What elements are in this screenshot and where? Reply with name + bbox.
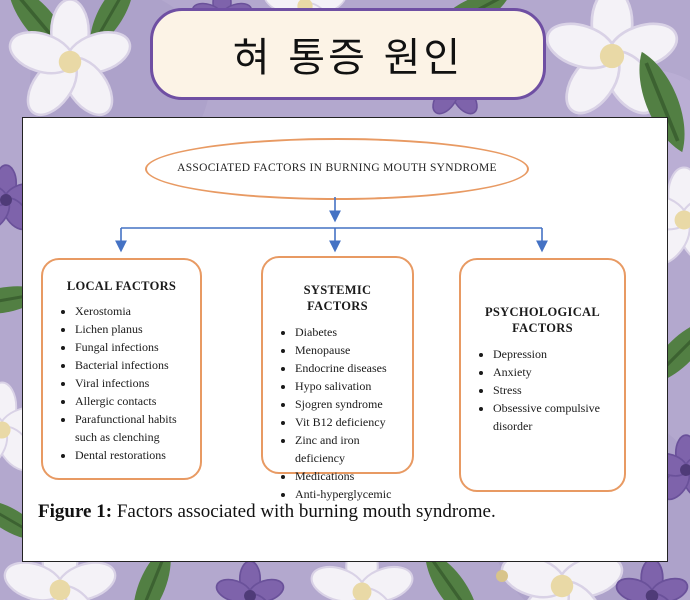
psychological-factors-heading: PSYCHOLOGICAL FACTORS bbox=[484, 305, 601, 336]
local-factors-list: Xerostomia Lichen planus Fungal infectio… bbox=[53, 302, 196, 464]
psychological-factors-box: PSYCHOLOGICAL FACTORS Depression Anxiety… bbox=[459, 258, 626, 492]
systemic-factors-heading: SYSTEMIC FACTORS bbox=[303, 283, 372, 314]
figure-panel: ASSOCIATED FACTORS IN BURNING MOUTH SYND… bbox=[22, 117, 668, 562]
diagram-root-node: ASSOCIATED FACTORS IN BURNING MOUTH SYND… bbox=[145, 138, 529, 200]
list-item: Parafunctional habits such as clenching bbox=[75, 410, 196, 446]
list-item: Sjogren syndrome bbox=[295, 395, 408, 413]
title-bubble: 혀 통증 원인 bbox=[150, 8, 546, 100]
systemic-factors-list: Diabetes Menopause Endocrine diseases Hy… bbox=[273, 323, 408, 503]
list-item: Allergic contacts bbox=[75, 392, 196, 410]
list-item: Lichen planus bbox=[75, 320, 196, 338]
local-factors-heading: LOCAL FACTORS bbox=[66, 279, 177, 293]
list-item: Endocrine diseases bbox=[295, 359, 408, 377]
list-item: Medications bbox=[295, 467, 408, 485]
list-item: Depression bbox=[493, 345, 620, 363]
figure-caption-label: Figure 1: bbox=[38, 501, 113, 522]
page-title: 혀 통증 원인 bbox=[232, 35, 464, 81]
list-item: Diabetes bbox=[295, 323, 408, 341]
list-item: Hypo salivation bbox=[295, 377, 408, 395]
list-item: Anti-hyperglycemic bbox=[295, 485, 408, 503]
list-item: Zinc and iron deficiency bbox=[295, 431, 408, 467]
list-item: Vit B12 deficiency bbox=[295, 413, 408, 431]
list-item: Fungal infections bbox=[75, 338, 196, 356]
list-item: Xerostomia bbox=[75, 302, 196, 320]
psychological-factors-list: Depression Anxiety Stress Obsessive comp… bbox=[471, 345, 620, 435]
local-factors-box: LOCAL FACTORS Xerostomia Lichen planus F… bbox=[41, 258, 202, 480]
list-item: Menopause bbox=[295, 341, 408, 359]
diagram-root-label: ASSOCIATED FACTORS IN BURNING MOUTH SYND… bbox=[177, 162, 497, 175]
figure-caption: Figure 1: Factors associated with burnin… bbox=[38, 501, 496, 523]
list-item: Stress bbox=[493, 381, 620, 399]
list-item: Anxiety bbox=[493, 363, 620, 381]
list-item: Dental restorations bbox=[75, 446, 196, 464]
systemic-factors-box: SYSTEMIC FACTORS Diabetes Menopause Endo… bbox=[261, 256, 414, 501]
list-item: Bacterial infections bbox=[75, 356, 196, 374]
figure-caption-text: Factors associated with burning mouth sy… bbox=[112, 501, 496, 522]
list-item: Obsessive compulsive disorder bbox=[493, 399, 620, 435]
list-item: Viral infections bbox=[75, 374, 196, 392]
